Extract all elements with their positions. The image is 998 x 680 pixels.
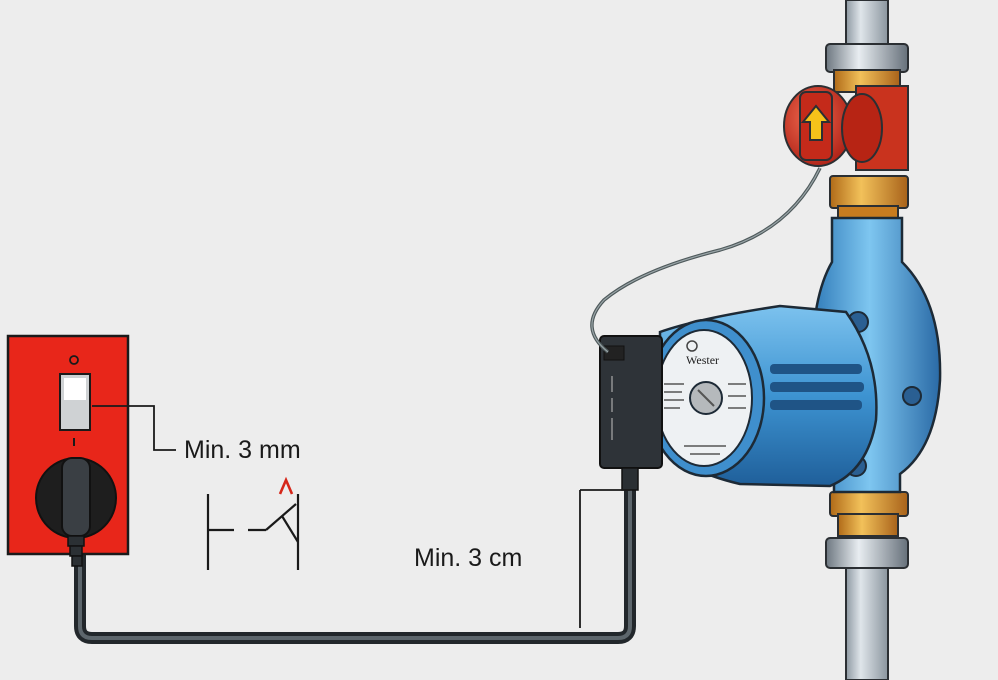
plug <box>61 457 91 537</box>
wall-socket-icon <box>6 334 130 567</box>
check-valve <box>783 85 909 171</box>
pump-brand-label: Wester <box>686 353 719 367</box>
upper-brass-fitting <box>829 175 909 209</box>
upper-pipe-nut <box>825 43 909 73</box>
circulation-pump-icon: Wester <box>599 304 878 488</box>
lower-brass-fitting <box>829 491 909 517</box>
nameplate-fine-print <box>664 383 746 455</box>
lower-pipe-nut <box>825 537 909 569</box>
power-cable <box>74 484 636 644</box>
switch-gap-label: Min. 3 mm <box>184 436 301 464</box>
cable-clearance-label: Min. 3 cm <box>414 544 523 572</box>
cable-clearance-leader <box>579 489 630 628</box>
switch-gap-leader <box>92 405 176 451</box>
flow-direction-arrow-icon <box>800 104 832 141</box>
switch-symbol-icon <box>206 476 300 570</box>
